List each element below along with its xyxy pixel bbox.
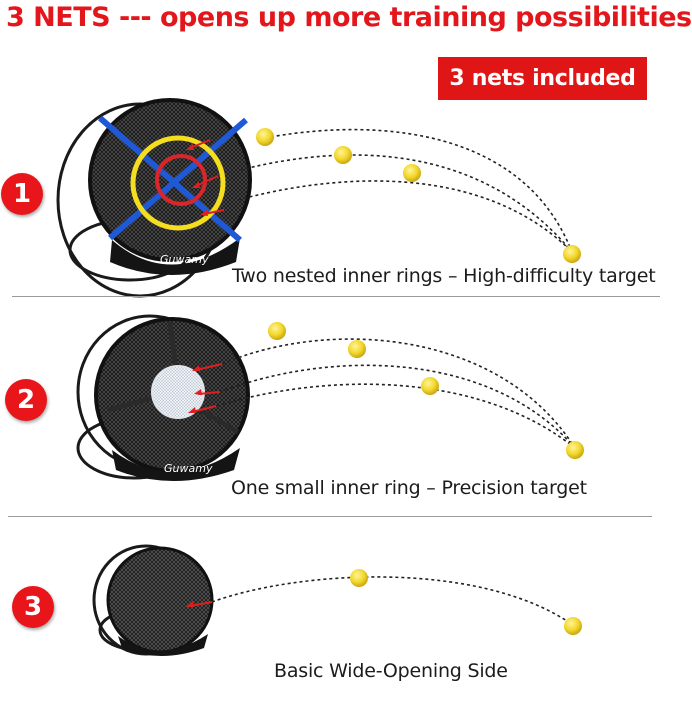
net-3-trajectory: [211, 576, 574, 626]
net-3-skirt: [118, 634, 208, 656]
panel-1-net-illustration: Guwamy: [56, 98, 581, 298]
golf-ball: [421, 377, 439, 395]
panel-2-number-label: 2: [16, 385, 36, 415]
net-1-trajectory: [264, 128, 573, 253]
golf-ball: [334, 146, 352, 164]
net-1-trajectory: [237, 180, 573, 253]
net-2-arrow: [194, 389, 202, 395]
net-1-red-ring: [155, 154, 207, 206]
panel-3-number: 3: [12, 586, 54, 628]
panel-divider: [12, 296, 660, 297]
net-3-arrow: [186, 601, 194, 607]
golf-ball: [564, 617, 582, 635]
headline: 3 NETS --- opens up more training possib…: [6, 2, 692, 33]
golf-ball: [350, 569, 368, 587]
net-2-skirt: [112, 448, 240, 481]
golf-ball: [348, 340, 366, 358]
panel-2-caption: One small inner ring – Precision target: [231, 477, 587, 499]
net-2-brand: Guwamy: [164, 462, 213, 475]
panel-2-number: 2: [5, 379, 47, 421]
panel-divider: [8, 516, 652, 517]
net-2-arrow: [191, 405, 217, 413]
net-2-arrow: [195, 363, 223, 371]
panel-3-number-label: 3: [23, 592, 43, 622]
net-1-arrow: [195, 175, 219, 187]
net-2-rib: [167, 321, 179, 371]
panel-1-number: 1: [1, 173, 43, 215]
panel-1-number-label: 1: [12, 179, 32, 209]
net-2-trajectory: [219, 364, 576, 449]
net-1-blue-rib: [108, 117, 248, 241]
net-2-trajectory: [215, 383, 576, 449]
golf-ball: [563, 245, 581, 263]
net-2-arrow: [188, 407, 196, 413]
net-1-yellow-ring: [130, 135, 226, 231]
net-1-blue-rib: [98, 115, 242, 243]
net-1-trajectory: [239, 154, 573, 253]
net-2-trajectory: [221, 338, 576, 449]
nets-included-badge: 3 nets included: [438, 57, 647, 100]
golf-ball: [256, 128, 274, 146]
net-2-arrow: [192, 365, 200, 371]
net-1-skirt: [110, 238, 240, 275]
net-2-white-ring: [151, 365, 205, 419]
net-1-brand: Guwamy: [160, 253, 209, 266]
panel-1-caption: Two nested inner rings – High-difficulty…: [232, 265, 656, 287]
net-2-rib: [107, 395, 153, 413]
panel-2-net-illustration: Guwamy: [76, 314, 584, 481]
net-2-rib: [198, 407, 240, 435]
net-1-arrow: [186, 144, 194, 150]
net-1-arrow: [192, 182, 200, 188]
net-1-arrow: [200, 210, 208, 216]
panel-3-caption: Basic Wide-Opening Side: [274, 660, 508, 682]
golf-ball: [566, 441, 584, 459]
net-3-mesh: [106, 546, 214, 654]
golf-ball: [403, 164, 421, 182]
panel-3-net-illustration: [92, 544, 582, 656]
golf-ball: [268, 322, 286, 340]
